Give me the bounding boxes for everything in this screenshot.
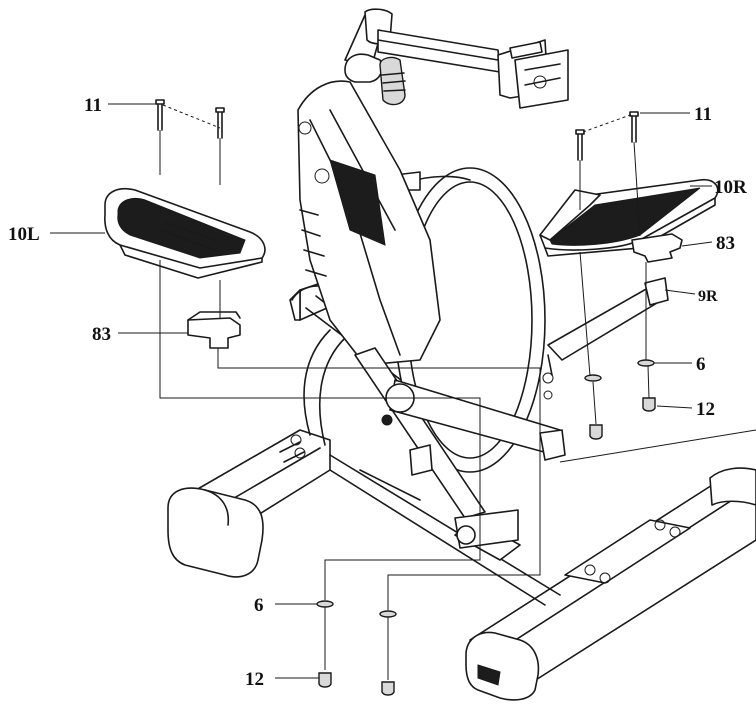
bracket-83-left [187,311,241,349]
console-mast [344,8,569,109]
washers-6-right [584,359,655,382]
left-pedal-10l [104,188,266,279]
bolts-11-right [575,111,639,161]
bracket-83-right [631,233,683,263]
left-pedal-arm [354,347,566,549]
caps-12-right [589,397,656,440]
label-83-right: 83 [716,233,735,254]
right-pedal-10r [539,178,719,257]
label-11-left: 11 [84,95,102,116]
right-pedal-arm-9r [547,277,669,376]
label-6-bottom: 6 [254,595,264,616]
washers-6-bottom [316,600,397,618]
label-83-left: 83 [92,324,111,345]
main-shroud [297,80,441,366]
label-9r: 9R [698,288,718,305]
label-6-right: 6 [696,354,706,375]
label-10l: 10L [8,224,40,245]
callout-labels: 11 10L 83 11 10R 83 9R 6 12 6 12 [8,95,747,690]
label-10r: 10R [714,177,747,198]
label-12-right: 12 [696,399,715,420]
label-12-bottom: 12 [245,669,264,690]
bolts-11-left [155,99,225,139]
label-11-right: 11 [694,104,712,125]
assembly-guide-lines [159,130,756,680]
callout-leaders [50,103,713,679]
front-stabilizer [465,467,756,701]
caps-12-bottom [318,672,395,696]
rear-stabilizer [167,429,331,578]
